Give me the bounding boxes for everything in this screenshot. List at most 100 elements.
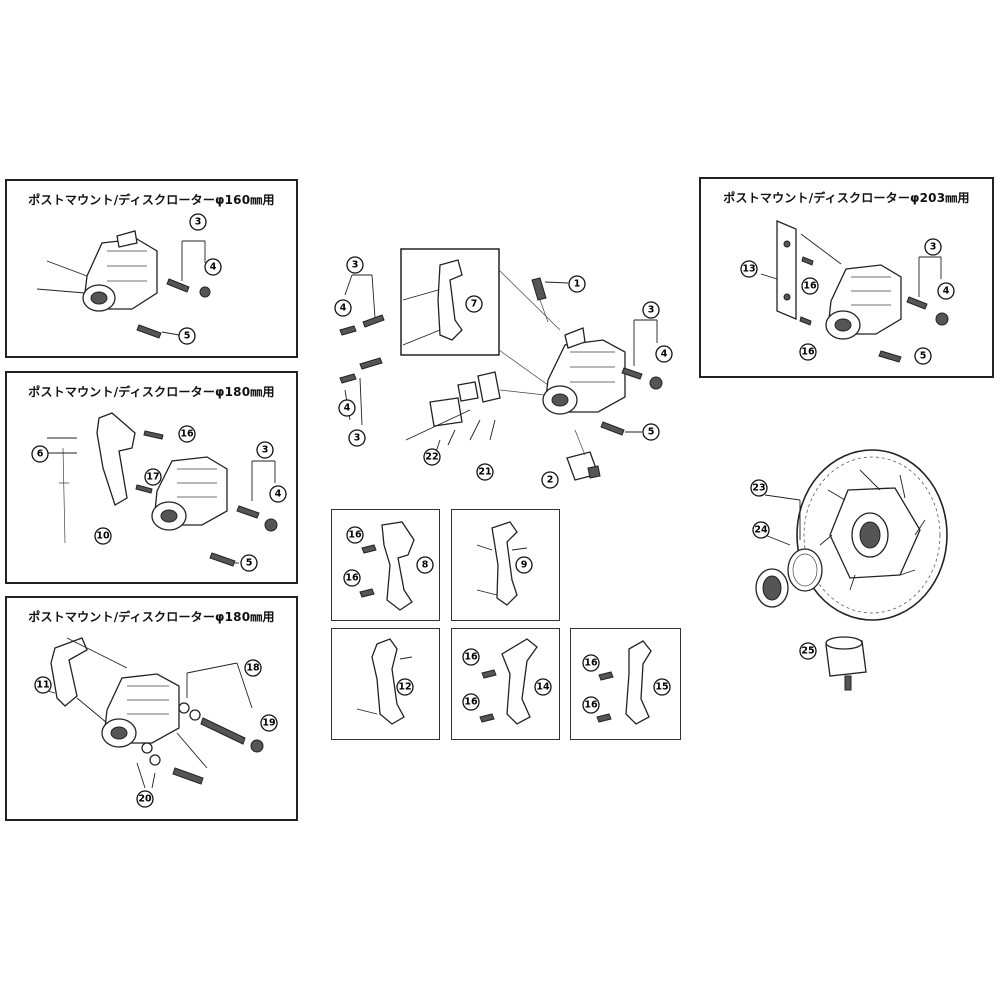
callout-2[interactable]: 2 (541, 471, 559, 489)
svg-text:3: 3 (354, 433, 361, 444)
callout-12[interactable]: 12 (396, 678, 414, 696)
bolt (143, 430, 164, 440)
svg-text:4: 4 (661, 349, 668, 360)
svg-text:8: 8 (422, 560, 429, 571)
svg-text:14: 14 (536, 682, 550, 693)
callout-25[interactable]: 25 (799, 642, 817, 660)
callout-16[interactable]: 16 (582, 696, 600, 714)
panel-rotor-180-b: ポストマウント/ディスクローターφ180㎜用 11 18 19 20 (5, 596, 298, 821)
svg-text:16: 16 (464, 697, 478, 708)
callout-24[interactable]: 24 (752, 521, 770, 539)
bolt (801, 256, 814, 266)
callout-22[interactable]: 22 (423, 448, 441, 466)
callout-23[interactable]: 23 (750, 479, 768, 497)
caliper-180a-drawing (47, 412, 278, 567)
callout-4[interactable]: 4 (269, 485, 287, 503)
callout-3[interactable]: 3 (256, 441, 274, 459)
panel-rotor-180-a: ポストマウント/ディスクローターφ180㎜用 6 16 17 10 3 4 5 (5, 371, 298, 584)
svg-text:15: 15 (655, 682, 668, 693)
callout-13[interactable]: 13 (740, 260, 758, 278)
callout-3[interactable]: 3 (924, 238, 942, 256)
callout-5[interactable]: 5 (240, 554, 258, 572)
bolt (135, 484, 153, 494)
svg-text:16: 16 (348, 530, 362, 541)
mount-adapter (371, 638, 405, 725)
bolt (359, 588, 375, 598)
adapter-box-9: 9 (451, 509, 560, 621)
callout-15[interactable]: 15 (653, 678, 671, 696)
svg-text:16: 16 (180, 429, 194, 440)
svg-text:4: 4 (344, 403, 351, 414)
svg-text:22: 22 (425, 452, 438, 463)
callout-16[interactable]: 16 (462, 648, 480, 666)
callout-4[interactable]: 4 (937, 282, 955, 300)
callout-5[interactable]: 5 (178, 327, 196, 345)
callout-3[interactable]: 3 (642, 301, 660, 319)
callout-21[interactable]: 21 (476, 463, 494, 481)
callout-11[interactable]: 11 (34, 676, 52, 694)
callout-17[interactable]: 17 (144, 468, 162, 486)
bolt (479, 713, 495, 723)
svg-text:25: 25 (801, 646, 814, 657)
callout-5[interactable]: 5 (642, 423, 660, 441)
mount-adapter (501, 638, 538, 725)
callout-16[interactable]: 16 (346, 526, 364, 544)
callout-3[interactable]: 3 (346, 256, 364, 274)
callout-20[interactable]: 20 (136, 790, 154, 808)
callout-5[interactable]: 5 (914, 347, 932, 365)
callout-16[interactable]: 16 (582, 654, 600, 672)
callout-4[interactable]: 4 (655, 345, 673, 363)
callout-4[interactable]: 4 (334, 299, 352, 317)
svg-text:24: 24 (754, 525, 768, 536)
svg-text:4: 4 (943, 286, 950, 297)
svg-text:5: 5 (648, 427, 655, 438)
callout-3[interactable]: 3 (348, 429, 366, 447)
svg-text:16: 16 (803, 281, 817, 292)
bolt (598, 671, 614, 681)
svg-text:5: 5 (920, 351, 927, 362)
svg-text:16: 16 (584, 700, 598, 711)
washer (935, 312, 949, 326)
mount-adapter (491, 521, 518, 606)
callout-3[interactable]: 3 (189, 213, 207, 231)
callout-1[interactable]: 1 (568, 275, 586, 293)
svg-text:18: 18 (246, 663, 260, 674)
bolt (236, 505, 260, 519)
svg-text:16: 16 (801, 347, 815, 358)
mount-adapter (776, 220, 797, 320)
callout-16[interactable]: 16 (801, 277, 819, 295)
panel-title: ポストマウント/ディスクローターφ160㎜用 (28, 193, 275, 207)
callout-6[interactable]: 6 (31, 445, 49, 463)
bolt (596, 713, 612, 723)
svg-text:3: 3 (262, 445, 269, 456)
svg-text:10: 10 (96, 531, 110, 542)
caliper-160-drawing (36, 230, 211, 339)
callout-16[interactable]: 16 (178, 425, 196, 443)
adapter-box-8: 16 16 8 (331, 509, 440, 621)
svg-text:13: 13 (742, 264, 755, 275)
callout-4[interactable]: 4 (204, 258, 222, 276)
svg-text:3: 3 (352, 260, 359, 271)
svg-text:2: 2 (547, 475, 554, 486)
callout-8[interactable]: 8 (416, 556, 434, 574)
callout-19[interactable]: 19 (260, 714, 278, 732)
callout-7[interactable]: 7 (465, 295, 483, 313)
callout-18[interactable]: 18 (244, 659, 262, 677)
svg-text:1: 1 (574, 279, 581, 290)
svg-text:4: 4 (275, 489, 282, 500)
callout-16[interactable]: 16 (343, 569, 361, 587)
svg-text:4: 4 (340, 303, 347, 314)
callout-4[interactable]: 4 (338, 399, 356, 417)
mount-adapter (381, 521, 415, 611)
callout-10[interactable]: 10 (94, 527, 112, 545)
svg-text:3: 3 (195, 217, 202, 228)
panel-title: ポストマウント/ディスクローターφ180㎜用 (28, 610, 275, 624)
callout-14[interactable]: 14 (534, 678, 552, 696)
bolt (481, 669, 497, 679)
svg-text:4: 4 (210, 262, 217, 273)
callout-9[interactable]: 9 (515, 556, 533, 574)
callout-16[interactable]: 16 (462, 693, 480, 711)
callout-16[interactable]: 16 (799, 343, 817, 361)
